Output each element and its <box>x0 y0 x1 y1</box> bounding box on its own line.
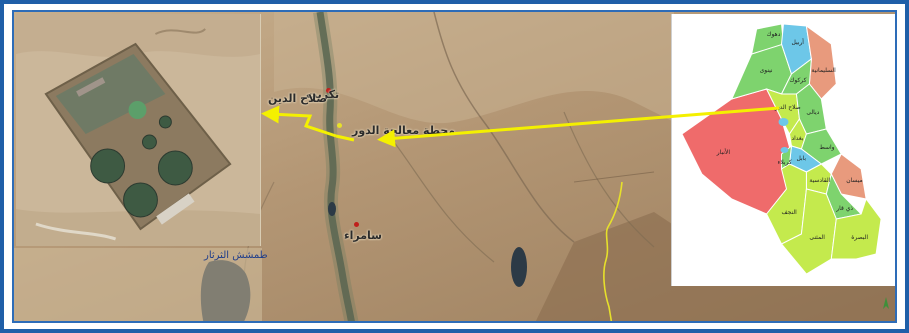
gov-label-qadisiyah: القادسية <box>809 177 830 184</box>
gov-label-kirkuk: كركوك <box>789 77 806 84</box>
gov-label-basra: البصرة <box>851 234 868 241</box>
gov-label-babylon: بابل <box>796 155 806 162</box>
gov-label-salahuddin: صلاح الدين <box>774 104 801 111</box>
compass-icon <box>883 297 889 309</box>
gov-label-karbala: كربلاء <box>778 159 792 166</box>
plant-aerial-inset <box>16 14 261 246</box>
gov-label-diyala: ديالى <box>806 109 819 116</box>
gov-label-sulaymaniyah: السليمانية <box>811 67 836 74</box>
satellite-map: دهوك أربيل نينوى كركوك السليمانية صلاح ا… <box>12 10 897 323</box>
gov-label-baghdad: بغداد <box>791 135 803 142</box>
tikrit-marker-icon <box>326 88 331 93</box>
label-samarra: سامراء <box>344 229 382 242</box>
gov-label-nineveh: نينوى <box>760 67 773 74</box>
gov-label-dhiqar: ذي قار <box>835 205 853 212</box>
gov-label-maysan: ميسان <box>846 177 862 184</box>
label-tikrit: تكريت <box>306 88 340 101</box>
gov-label-wasit: واسط <box>819 144 834 151</box>
samarra-marker-icon <box>354 222 359 227</box>
station-marker-icon <box>337 123 342 128</box>
gov-label-najaf: النجف <box>782 209 798 216</box>
label-tharthar: طمشش الثرثار <box>204 250 268 261</box>
gov-label-dohuk: دهوك <box>767 31 781 38</box>
gov-label-muthanna: المثنى <box>809 234 825 241</box>
gov-label-erbil: أربيل <box>791 38 804 46</box>
iraq-governorates-map: دهوك أربيل نينوى كركوك السليمانية صلاح ا… <box>671 14 895 286</box>
label-salahuddin: صلاح الدين <box>268 92 328 105</box>
label-treatment-station: محطة معالجة الدور <box>352 124 456 137</box>
gov-label-anbar: الأنبار <box>716 148 731 156</box>
